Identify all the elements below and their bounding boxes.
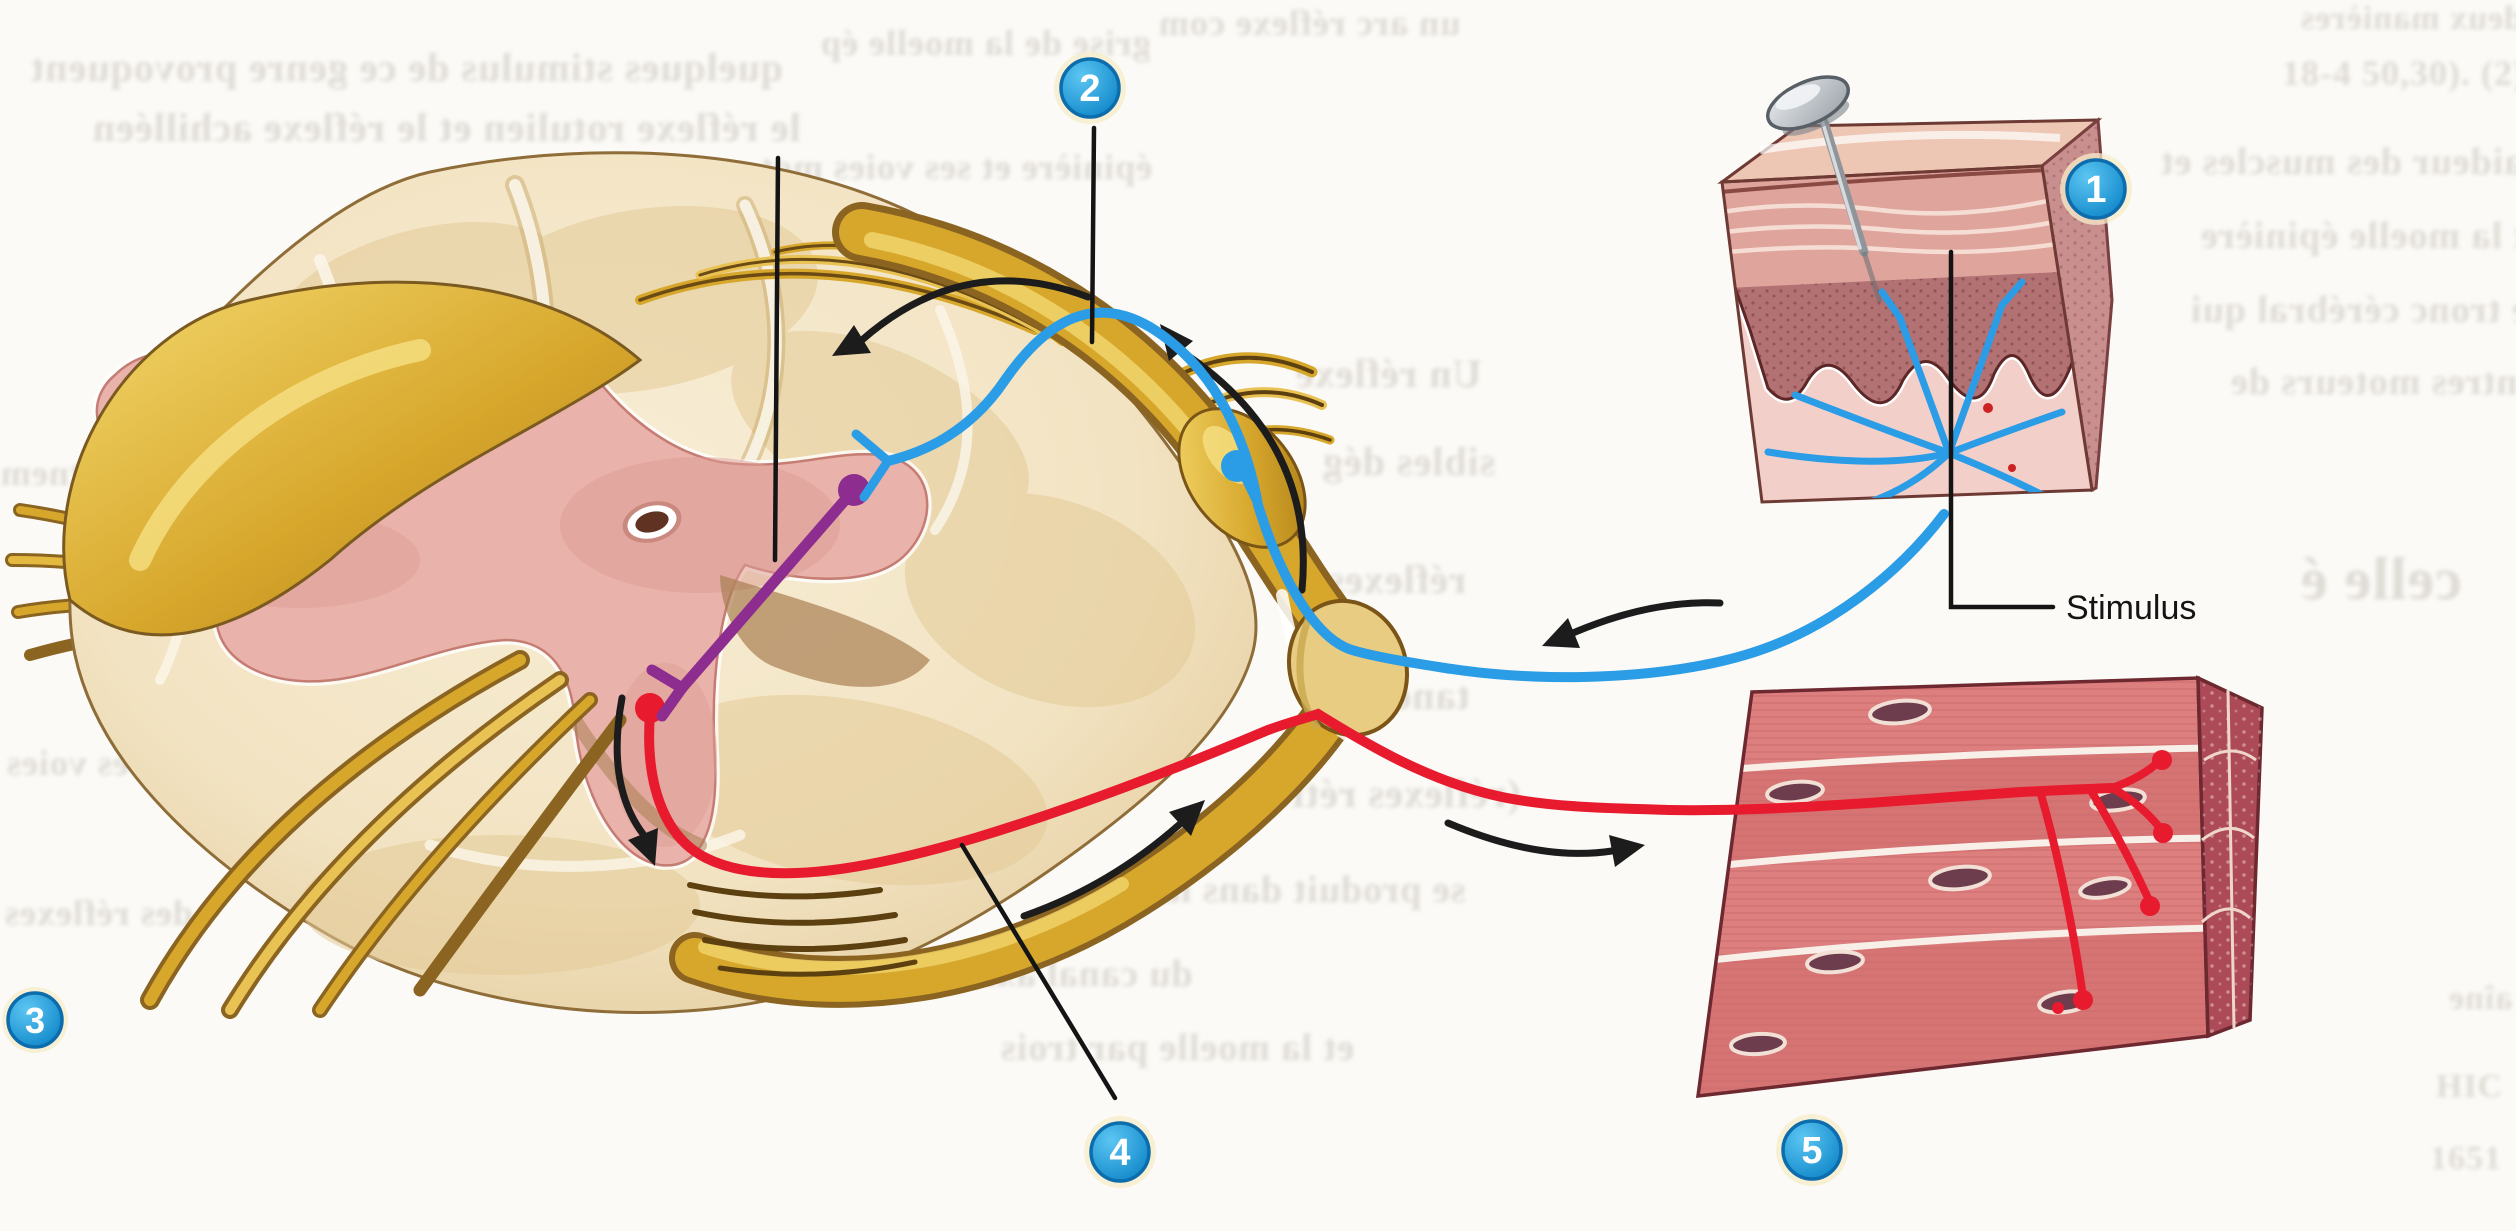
capillary-icon: [1983, 403, 2016, 472]
arrow-into-dorsal-horn-icon: [832, 277, 1092, 356]
badge-5: 5: [1776, 1114, 1848, 1186]
left-gold-root-icon: [62, 280, 643, 637]
muscle-fiber-separators: [1698, 744, 2208, 966]
arrow-down-gray-matter-icon: [613, 694, 658, 866]
badge-3-number: 3: [25, 1000, 45, 1041]
central-canal: [622, 501, 682, 543]
arrow-toward-spinal-cord-icon: [1542, 599, 1724, 648]
spinal-cord-illustration: [5, 151, 1410, 1019]
tack-pin-icon: [1766, 75, 1883, 303]
motor-end-plates: [2052, 750, 2173, 1014]
direction-arrows: [613, 277, 1724, 920]
skin-epidermis-layer: [1722, 166, 2060, 288]
badge-4-number: 4: [1109, 1132, 1130, 1174]
badge-1: 1: [2060, 153, 2132, 225]
leader-line-stimulus: [1948, 249, 2056, 610]
leader-line-badge-2: [1089, 125, 1097, 345]
badge-5-number: 5: [1801, 1130, 1822, 1172]
badge-1-number: 1: [2085, 169, 2106, 211]
motor-neuron-path: [635, 693, 2173, 1014]
muscle-block: [1695, 675, 2264, 1099]
leader-line-badge-4: [959, 842, 1118, 1101]
bleed-fragment: 1651: [2430, 1140, 2502, 1177]
arrow-toward-muscle-icon: [1444, 819, 1645, 867]
bleed-fragment: HIC: [2436, 1068, 2504, 1105]
arrow-up-ventral-root-icon: [1020, 800, 1205, 920]
leader-line-synapse: [772, 155, 781, 563]
ventral-rootlets-left-icon: [140, 650, 627, 1019]
leader-lines: [772, 125, 2056, 1101]
bleed-fragment: 18-4 50,30). (2) be: [2282, 53, 2516, 93]
badge-2: 2: [1054, 52, 1126, 124]
muscle-end-face: [2196, 675, 2264, 1039]
stimulus-label: Stimulus: [2066, 589, 2196, 627]
badge-2-number: 2: [1079, 68, 1100, 110]
muscle-nuclei: [1729, 698, 2147, 1057]
badge-3: 3: [2, 987, 68, 1053]
skin-block: [1717, 75, 2114, 504]
sensory-neuron-cell-body: [1221, 450, 1253, 482]
badge-4: 4: [1084, 1116, 1156, 1188]
gray-matter-shadow: [720, 575, 930, 687]
ventral-root: [669, 686, 1358, 1008]
